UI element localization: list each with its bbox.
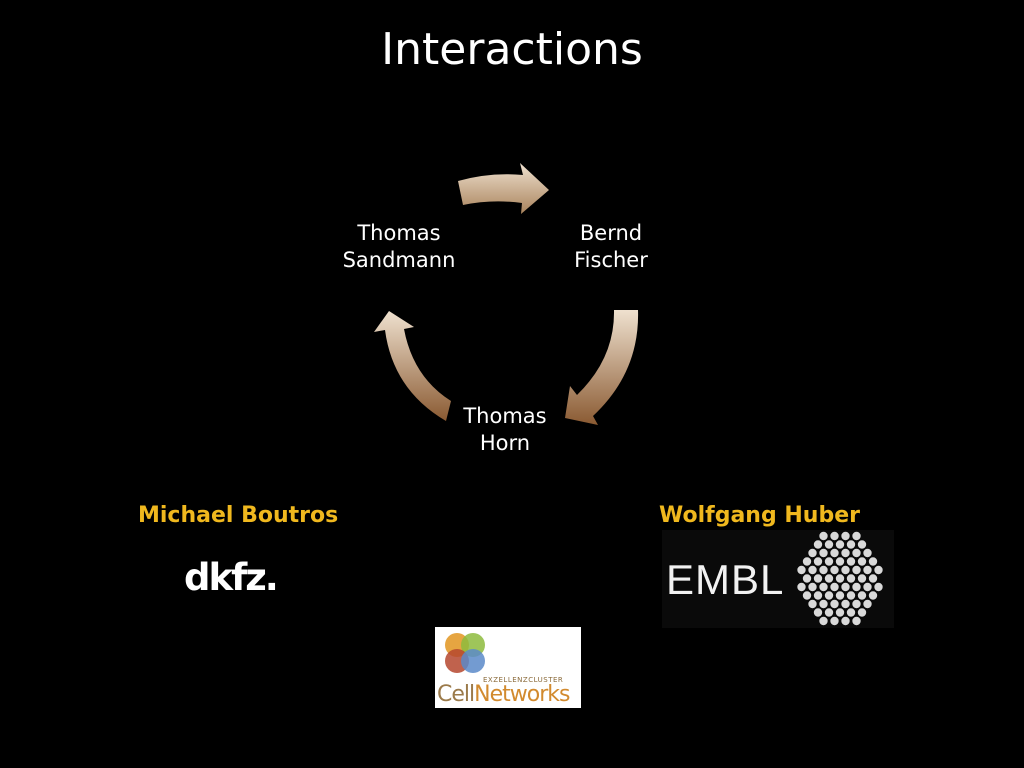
node-label-line2: Sandmann (342, 248, 456, 272)
cellnetworks-word-part1: Cell (437, 682, 475, 707)
cellnetworks-subtitle: EXZELLENZCLUSTER (483, 676, 564, 684)
arrow-fischer-to-horn (565, 310, 639, 425)
arrow-sandmann-to-fischer (458, 163, 549, 214)
embl-hexagon-dots-icon (797, 531, 883, 626)
dkfz-logo: dkfz. (184, 556, 279, 599)
person-michael-boutros: Michael Boutros (138, 503, 339, 528)
cellnetworks-wordmark: CellNetworks (437, 682, 570, 707)
node-thomas-sandmann: Thomas Sandmann (319, 220, 479, 274)
cellnetworks-word-part2: Networks (474, 682, 570, 707)
node-bernd-fischer: Bernd Fischer (531, 220, 691, 274)
node-label-line2: Fischer (574, 248, 648, 272)
slide-title: Interactions (381, 24, 643, 75)
arrow-horn-to-sandmann (374, 311, 451, 421)
embl-logo-text: EMBL (666, 556, 785, 603)
embl-logo: EMBL (662, 530, 894, 628)
node-label-line1: Thomas (463, 404, 547, 428)
node-label-line1: Thomas (357, 221, 441, 245)
node-label-line2: Horn (479, 431, 531, 455)
cellnetworks-circles-icon (445, 633, 485, 673)
node-thomas-horn: Thomas Horn (425, 403, 585, 457)
cellnetworks-logo: EXZELLENZCLUSTER CellNetworks (435, 627, 581, 708)
person-wolfgang-huber: Wolfgang Huber (659, 503, 860, 528)
node-label-line1: Bernd (579, 221, 643, 245)
